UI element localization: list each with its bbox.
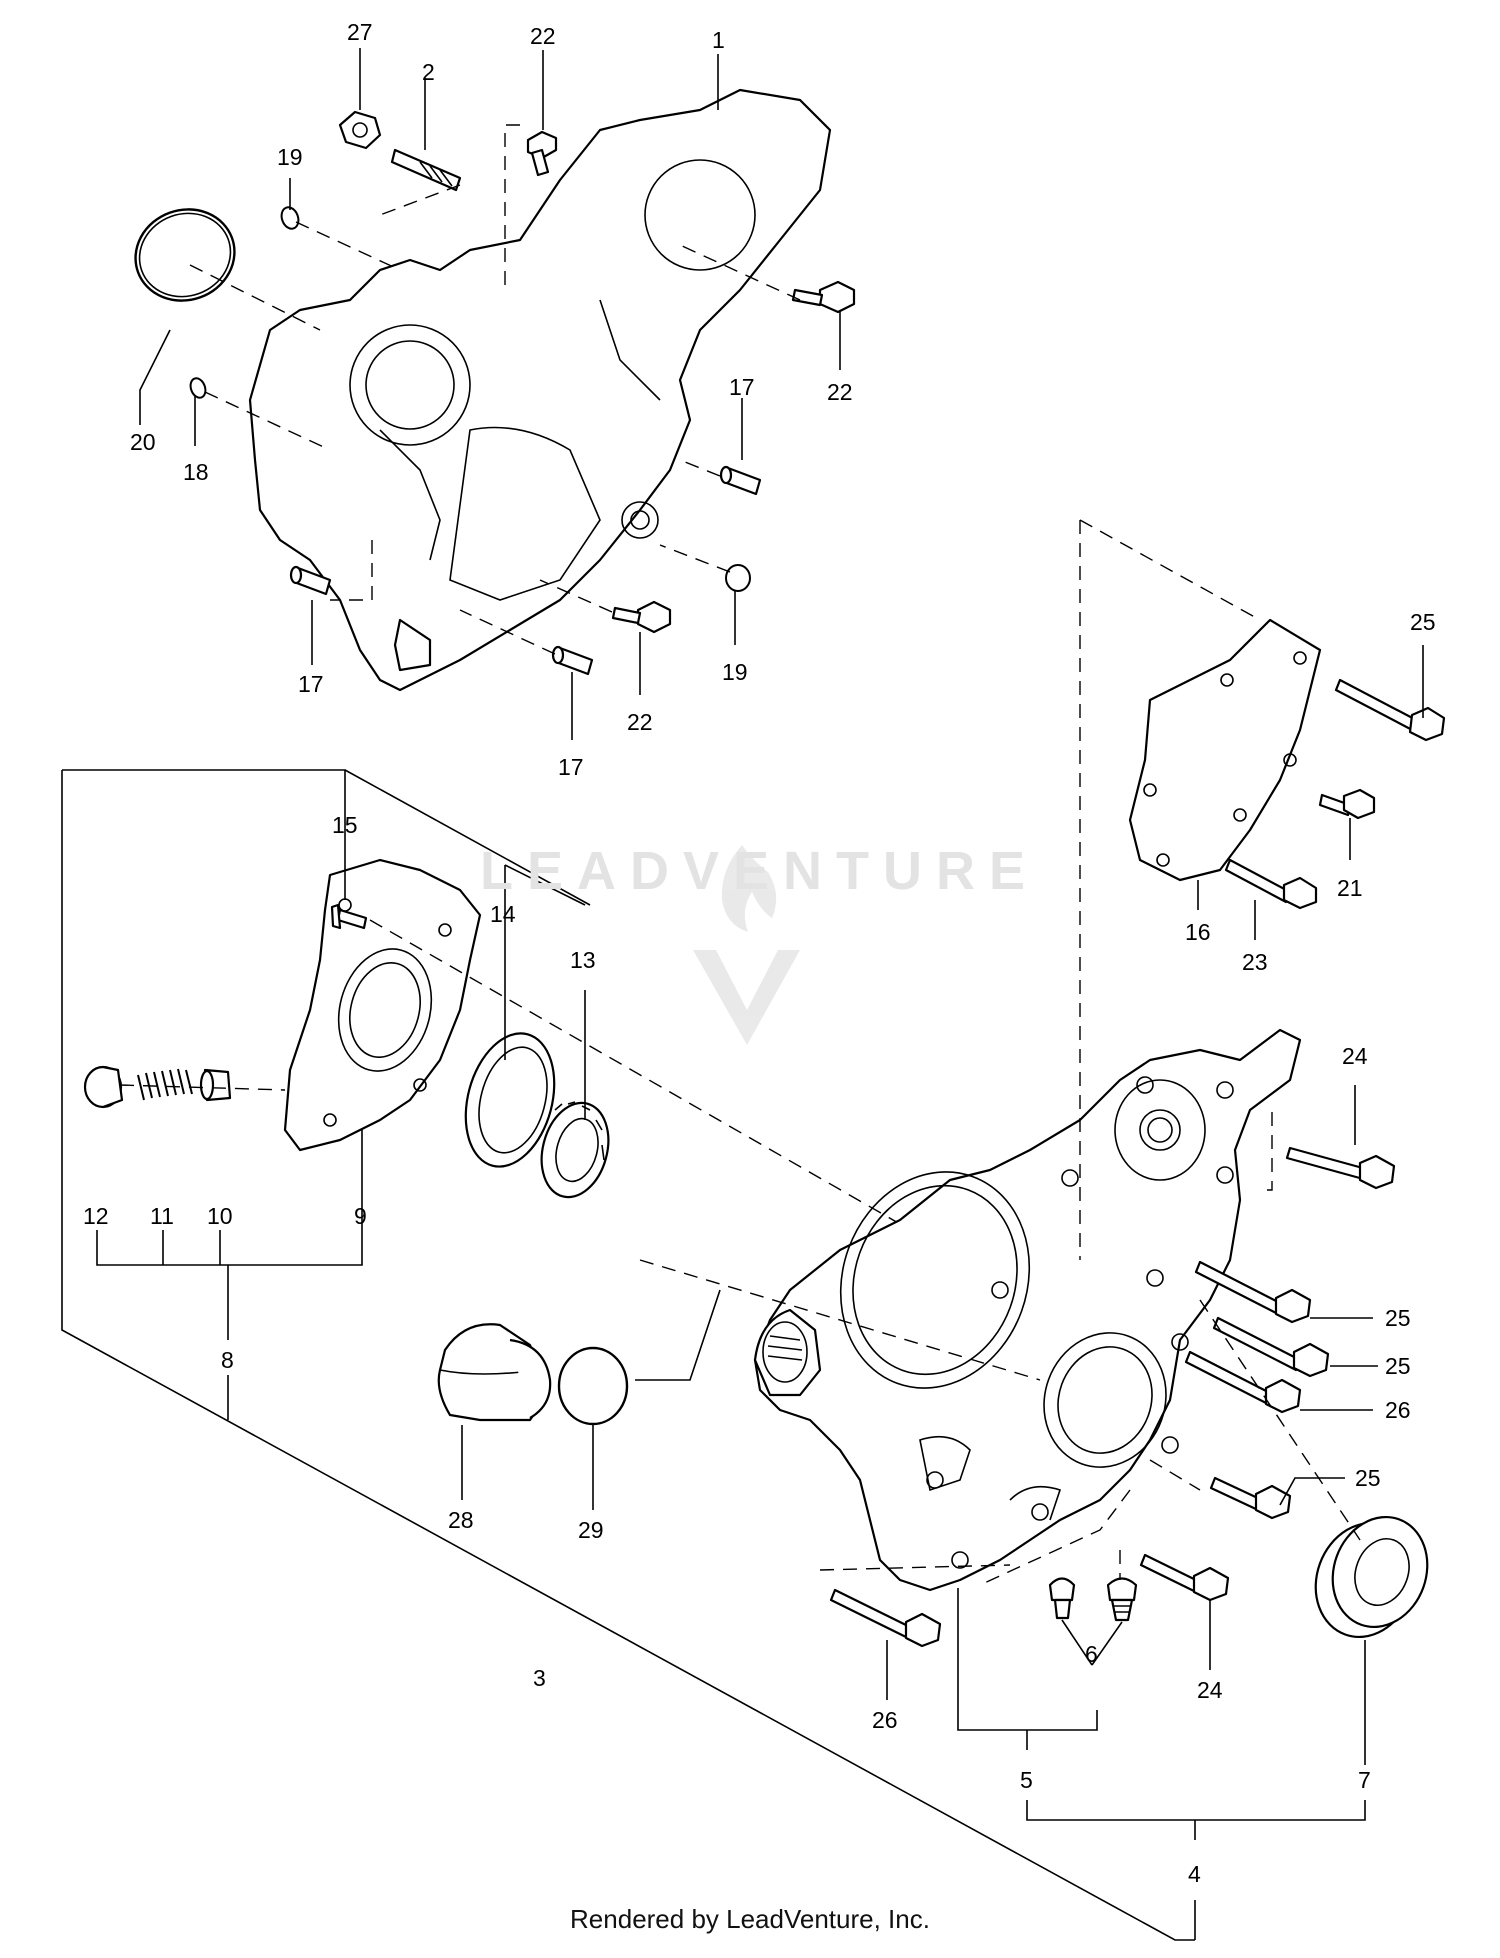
- bolt-part-25-plate: [1334, 678, 1446, 742]
- callout-17-left: 17: [298, 671, 324, 697]
- outer-rotor-part-14: [464, 1032, 556, 1168]
- bolt-part-22-top: [526, 130, 558, 177]
- callout-12: 12: [83, 1203, 109, 1229]
- o-ring-part-19-top: [280, 206, 300, 230]
- callout-16: 16: [1185, 919, 1211, 945]
- bolt-part-25-b: [1212, 1316, 1330, 1378]
- callout-25-a: 25: [1385, 1305, 1411, 1331]
- callout-18: 18: [183, 459, 209, 485]
- bolt-part-25-a: [1194, 1260, 1312, 1324]
- cover-plate-part-16: [1128, 618, 1322, 882]
- callout-17-right: 17: [729, 374, 755, 400]
- bolt-part-21: [1318, 788, 1376, 820]
- bolt-part-26-right: [1184, 1350, 1302, 1414]
- bolt-part-24-bottom: [1139, 1553, 1230, 1602]
- callout-19-top: 19: [277, 144, 303, 170]
- callout-3: 3: [533, 1665, 546, 1691]
- stud-part-2: [390, 148, 462, 192]
- callout-29: 29: [578, 1517, 604, 1543]
- oil-seal-part-7: [1314, 1515, 1429, 1639]
- bolt-part-23: [1224, 858, 1318, 910]
- callout-1: 1: [712, 27, 725, 53]
- callout-8: 8: [221, 1347, 234, 1373]
- timing-cover-part-1: [248, 88, 832, 692]
- callout-27: 27: [347, 19, 373, 45]
- callout-7: 7: [1358, 1767, 1371, 1793]
- callout-24-top: 24: [1342, 1043, 1368, 1069]
- callout-11: 11: [150, 1203, 174, 1229]
- oil-filter-part-28: [437, 1323, 552, 1422]
- dowel-pin-part-17-right: [719, 465, 762, 496]
- bolt-part-22-bottom: [611, 600, 672, 634]
- dowel-pin-part-17-left: [289, 565, 332, 596]
- callout-5: 5: [1020, 1767, 1033, 1793]
- nut-part-27: [338, 110, 382, 150]
- plug-part-12: [83, 1065, 124, 1109]
- callout-21: 21: [1337, 875, 1363, 901]
- callout-22-top: 22: [530, 23, 556, 49]
- inner-rotor-part-13: [540, 1101, 610, 1199]
- callout-15: 15: [332, 812, 358, 838]
- o-ring-part-18: [189, 377, 207, 399]
- callout-17-bottom: 17: [558, 754, 584, 780]
- o-ring-part-20: [134, 208, 236, 302]
- plug-part-6-a: [1048, 1577, 1076, 1620]
- callout-25-b: 25: [1385, 1353, 1411, 1379]
- callout-26-right: 26: [1385, 1397, 1411, 1423]
- callout-22-bottom: 22: [627, 709, 653, 735]
- screw-part-15: [330, 903, 368, 930]
- o-ring-part-19-bottom: [725, 564, 751, 592]
- callout-22-right: 22: [827, 379, 853, 405]
- relief-valve-part-10: [199, 1068, 232, 1102]
- bolt-part-22-right: [791, 280, 856, 314]
- callout-9: 9: [354, 1203, 367, 1229]
- callout-20: 20: [130, 429, 156, 455]
- callout-24-bottom: 24: [1197, 1677, 1223, 1703]
- footer-credit: Rendered by LeadVenture, Inc.: [570, 1904, 930, 1934]
- callout-26-left: 26: [872, 1707, 898, 1733]
- callout-13: 13: [570, 947, 596, 973]
- bolt-part-25-c: [1209, 1476, 1292, 1520]
- dowel-pin-part-17-bottom: [551, 645, 594, 676]
- callout-4: 4: [1188, 1861, 1201, 1887]
- callout-19-bottom: 19: [722, 659, 748, 685]
- callout-28: 28: [448, 1507, 474, 1533]
- callout-23: 23: [1242, 949, 1268, 975]
- callout-6: 6: [1085, 1641, 1098, 1667]
- watermark-text: LEADVENTURE: [480, 841, 1040, 901]
- bolt-part-26-left: [829, 1588, 942, 1648]
- o-ring-part-29: [557, 1346, 629, 1426]
- callout-25-plate: 25: [1410, 609, 1436, 635]
- bolt-part-24-top: [1285, 1146, 1396, 1190]
- leadventure-logo-icon: [693, 845, 800, 1045]
- callout-2: 2: [422, 59, 435, 85]
- callout-14: 14: [490, 901, 516, 927]
- callout-10: 10: [207, 1203, 233, 1229]
- callout-25-c: 25: [1355, 1465, 1381, 1491]
- plug-part-6-b: [1106, 1577, 1138, 1622]
- spring-part-11: [137, 1068, 193, 1101]
- pump-plate-part-9: [283, 858, 482, 1152]
- front-case-part-5: [753, 1028, 1302, 1592]
